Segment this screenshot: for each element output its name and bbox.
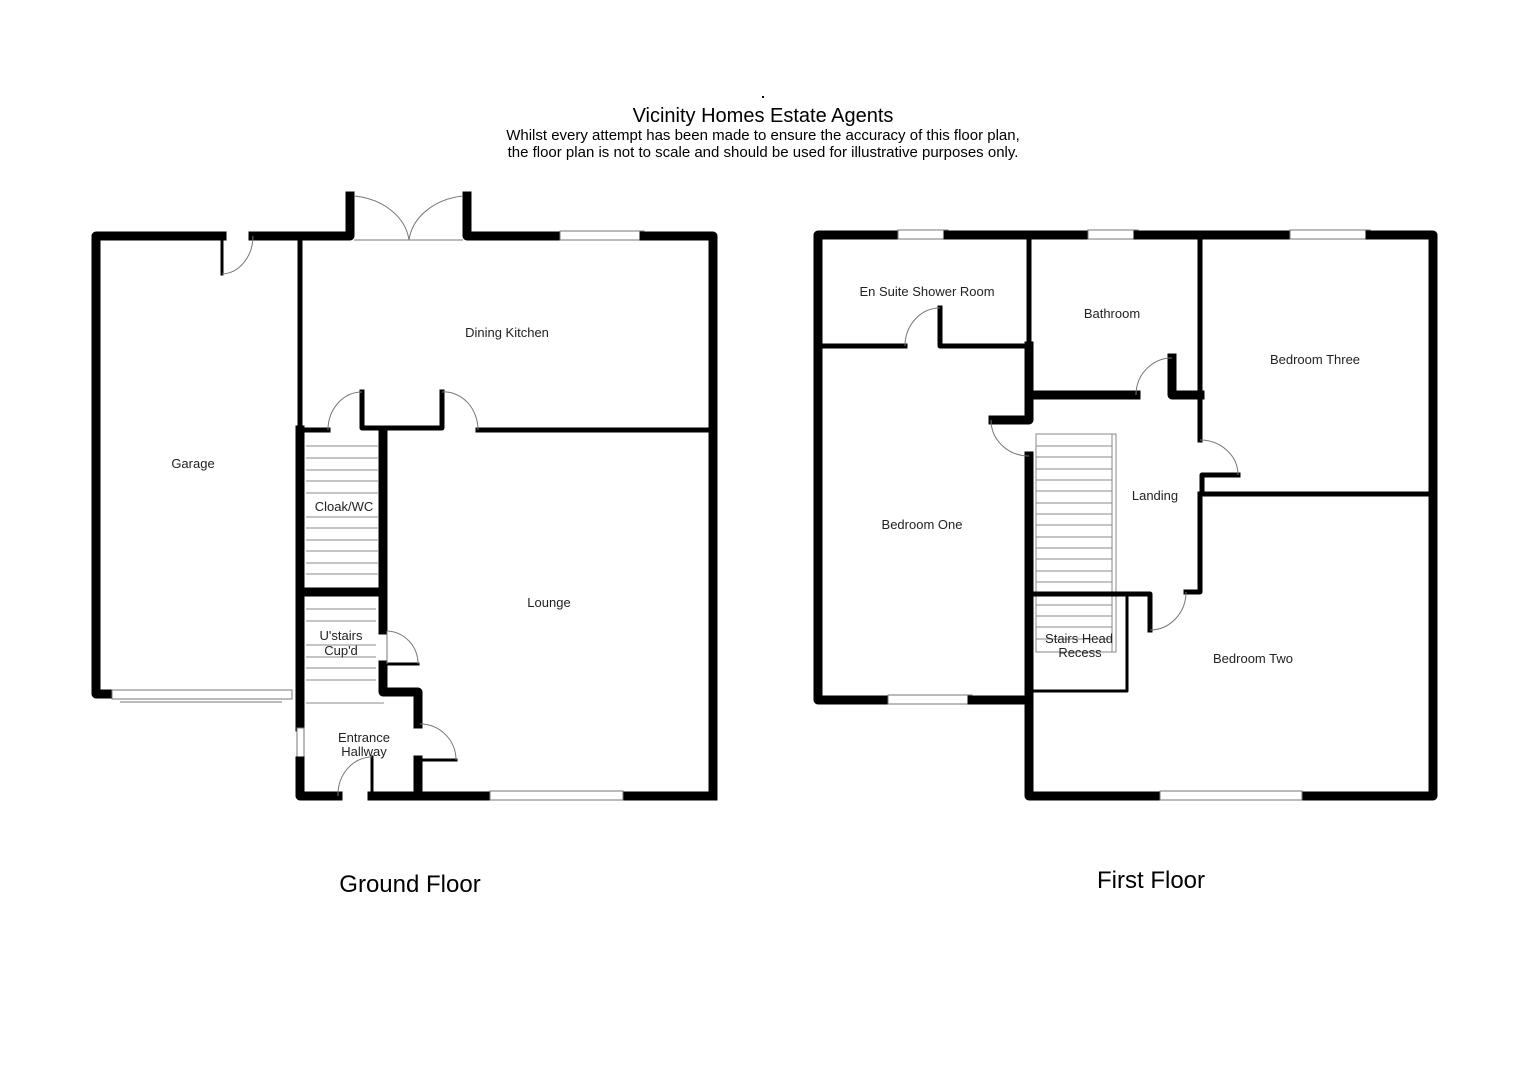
room-label-garage: Garage xyxy=(171,456,214,471)
landing-stairs xyxy=(1030,433,1203,693)
first-stair-treads xyxy=(1036,445,1112,640)
first-floor-label: First Floor xyxy=(1097,867,1205,894)
room-label-en-suite: En Suite Shower Room xyxy=(859,284,994,299)
first-floor-plan: En Suite Shower Room Bathroom Bedroom Th… xyxy=(813,229,1438,894)
disclaimer-line-2: the floor plan is not to scale and shoul… xyxy=(507,144,1019,161)
lounge-window xyxy=(489,790,624,801)
entrance-hallway-walls xyxy=(295,723,718,801)
disclaimer-line-1: Whilst every attempt has been made to en… xyxy=(506,127,1020,144)
dining-kitchen-walls xyxy=(295,191,718,801)
header-dot xyxy=(762,96,764,98)
room-label-bedroom-one: Bedroom One xyxy=(882,517,963,532)
hallway-side-window xyxy=(296,727,305,762)
stairs-head-recess-wall xyxy=(1031,592,1129,693)
kitchen-lounge-partition xyxy=(297,389,713,433)
bedroom-one-walls xyxy=(988,341,1034,705)
garage-walls xyxy=(91,231,305,703)
room-label-cloak-wc: Cloak/WC xyxy=(315,499,374,514)
bathroom-walls xyxy=(1028,232,1205,443)
first-floor-stair-outline xyxy=(1035,433,1117,653)
room-label-lounge: Lounge xyxy=(527,595,570,610)
bedroom-one-window xyxy=(887,694,973,705)
ground-stair-treads xyxy=(306,445,384,704)
room-label-bathroom: Bathroom xyxy=(1084,306,1140,321)
room-label-ustairs-line2: Cup'd xyxy=(324,643,358,658)
garage-door-window xyxy=(111,689,293,700)
en-suite-walls xyxy=(815,232,1032,349)
understairs-walls xyxy=(295,587,423,732)
room-label-entrance-line2: Hallway xyxy=(341,744,387,759)
room-label-stairs-head-line1: Stairs Head xyxy=(1045,631,1113,646)
first-floor-exterior-walls xyxy=(813,229,1438,801)
room-label-bedroom-two: Bedroom Two xyxy=(1213,651,1293,666)
bedroom-two-window xyxy=(1159,790,1303,801)
bedroom-three-walls xyxy=(1199,439,1436,497)
bathroom-window xyxy=(1087,229,1139,240)
cloak-wc-walls xyxy=(295,425,388,704)
room-label-entrance-line1: Entrance xyxy=(338,730,390,745)
company-title: Vicinity Homes Estate Agents xyxy=(632,105,894,127)
bedroom-three-window xyxy=(1289,229,1371,240)
room-label-ustairs-line1: U'stairs xyxy=(320,628,363,643)
room-label-dining-kitchen: Dining Kitchen xyxy=(465,325,549,340)
room-label-stairs-head-line2: Recess xyxy=(1058,645,1102,660)
header: Vicinity Homes Estate Agents Whilst ever… xyxy=(0,95,1526,161)
room-label-bedroom-three: Bedroom Three xyxy=(1270,352,1360,367)
kitchen-window xyxy=(559,230,645,241)
ground-floor-label: Ground Floor xyxy=(339,871,480,898)
room-label-landing: Landing xyxy=(1132,488,1178,503)
ground-floor-plan: Garage Dining Kitchen Cloak/WC Lounge U'… xyxy=(91,191,718,898)
en-suite-window xyxy=(897,229,949,240)
